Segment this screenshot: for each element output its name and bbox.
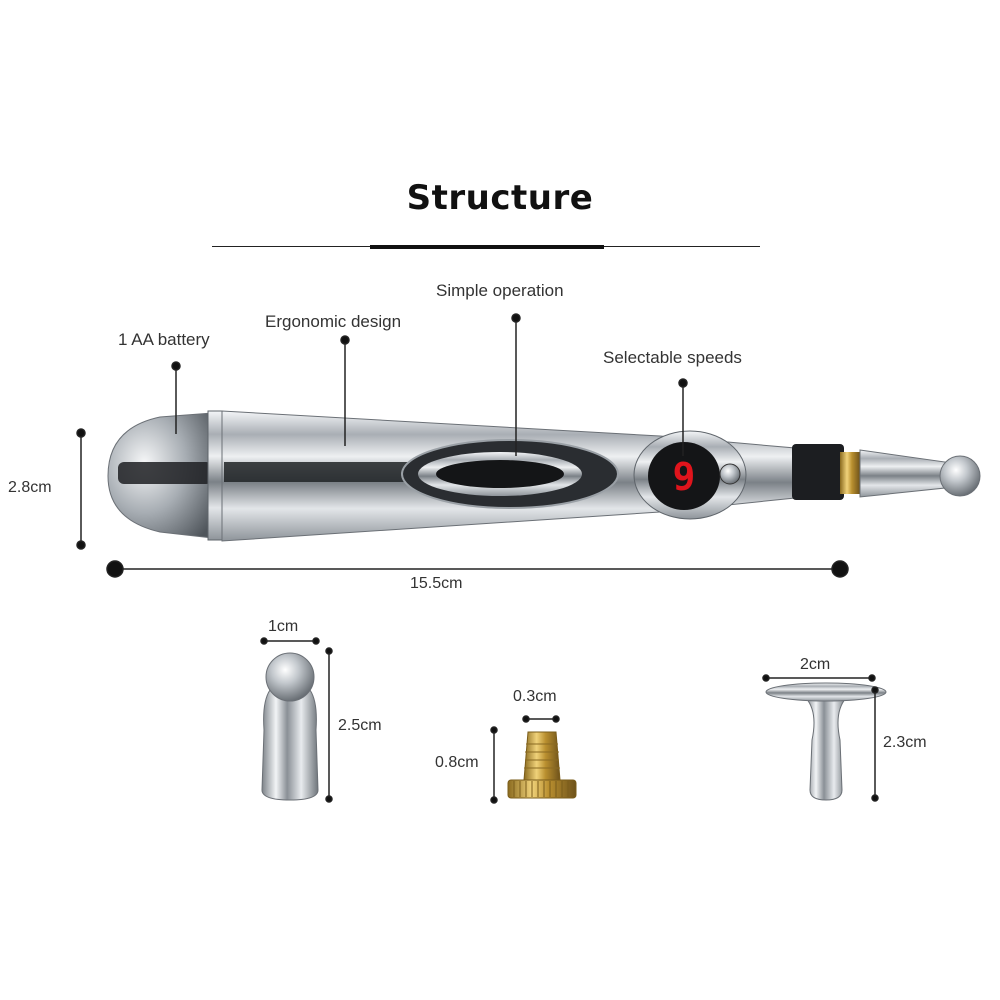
callout-speeds: Selectable speeds bbox=[603, 348, 742, 367]
callout-battery: 1 AA battery bbox=[118, 330, 210, 349]
ball-tip-height-label: 2.5cm bbox=[338, 717, 382, 734]
pen-body bbox=[107, 410, 981, 542]
callout-operation: Simple operation bbox=[436, 281, 564, 300]
connector-dimension-lines bbox=[490, 715, 560, 804]
flat-tip-dimension-lines bbox=[762, 674, 879, 802]
ball-tip-width-label: 1cm bbox=[268, 618, 299, 635]
callout-ergonomic: Ergonomic design bbox=[265, 312, 402, 331]
connector-width-label: 0.3cm bbox=[513, 688, 557, 705]
pen-dimension-lines bbox=[76, 428, 849, 578]
flat-tip-attachment bbox=[765, 682, 887, 801]
brass-connector bbox=[507, 731, 577, 799]
flat-tip-width-label: 2cm bbox=[800, 656, 831, 673]
connector-height-label: 0.8cm bbox=[435, 754, 479, 771]
speed-display-digit: 9 bbox=[673, 455, 696, 499]
ball-tip-attachment bbox=[261, 652, 319, 801]
callout-lines bbox=[171, 313, 688, 456]
title-underline bbox=[370, 245, 604, 249]
ball-tip-dimension-lines bbox=[260, 637, 333, 803]
pen-height-label: 2.8cm bbox=[8, 479, 52, 496]
flat-tip-height-label: 2.3cm bbox=[883, 734, 927, 751]
pen-length-label: 15.5cm bbox=[410, 575, 463, 592]
page-title: Structure bbox=[406, 178, 594, 218]
